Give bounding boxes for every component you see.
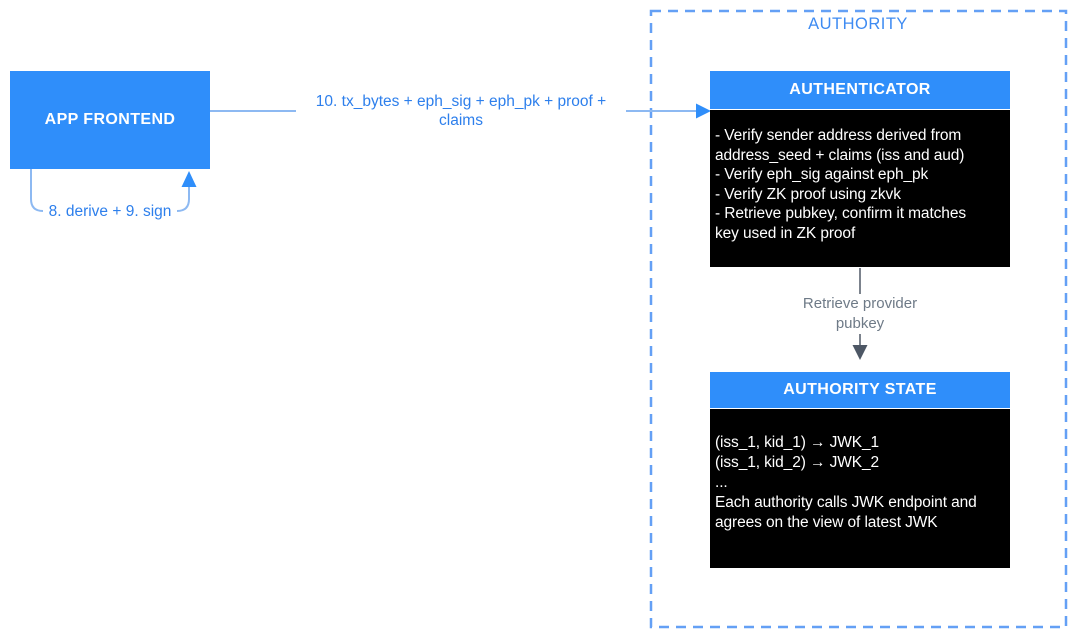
node-authenticator-body: - Verify sender address derived from add… [710,110,1010,267]
body-line: (iss_1, kid_2) → JWK_2 [715,454,880,471]
node-app-frontend: APP FRONTEND [10,71,210,169]
derive-sign-arrowhead-icon [181,171,197,187]
body-line: - Verify ZK proof using zkvk [715,185,901,203]
edge-label-tx: 10. tx_bytes + eph_sig + eph_pk + proof … [296,92,626,130]
edge-label-retrieve-line-2: pubkey [835,315,885,332]
node-authenticator-header: AUTHENTICATOR [710,71,1010,109]
tx-arrowhead-icon [696,103,711,119]
edge-label-tx-line-1: 10. tx_bytes + eph_sig + eph_pk + proof … [315,93,607,110]
edge-label-tx-line-2: claims [439,112,483,129]
edge-label-derive-sign: 8. derive + 9. sign [48,203,172,220]
body-line: key used in ZK proof [715,224,856,242]
node-authenticator: AUTHENTICATOR - Verify sender address de… [710,71,1010,267]
body-line: Each authority calls JWK endpoint and [715,494,977,511]
body-line: agrees on the view of latest JWK [715,514,938,531]
node-authority-state-body: (iss_1, kid_1) → JWK_1 (iss_1, kid_2) → … [710,409,1010,568]
body-line: - Retrieve pubkey, confirm it matches [715,205,966,222]
body-line: - Verify eph_sig against eph_pk [715,166,929,183]
body-line: (iss_1, kid_1) → JWK_1 [715,434,880,451]
node-authenticator-title: AUTHENTICATOR [789,81,931,98]
body-line: address_seed + claims (iss and aud) [715,146,965,164]
edge-label-retrieve-line-1: Retrieve provider [802,295,918,312]
edge-label-retrieve-pubkey: Retrieve provider pubkey [795,294,925,334]
node-authority-state: AUTHORITY STATE (iss_1, kid_1) → JWK_1 (… [710,372,1010,568]
retrieve-pubkey-arrowhead-icon [852,345,868,360]
body-line: - Verify sender address derived from [715,127,962,144]
authority-group-label: AUTHORITY [808,15,908,33]
node-authority-state-header: AUTHORITY STATE [710,372,1010,408]
node-app-frontend-label: APP FRONTEND [44,111,176,128]
body-line: ... [715,474,728,491]
node-authority-state-title: AUTHORITY STATE [783,381,937,398]
